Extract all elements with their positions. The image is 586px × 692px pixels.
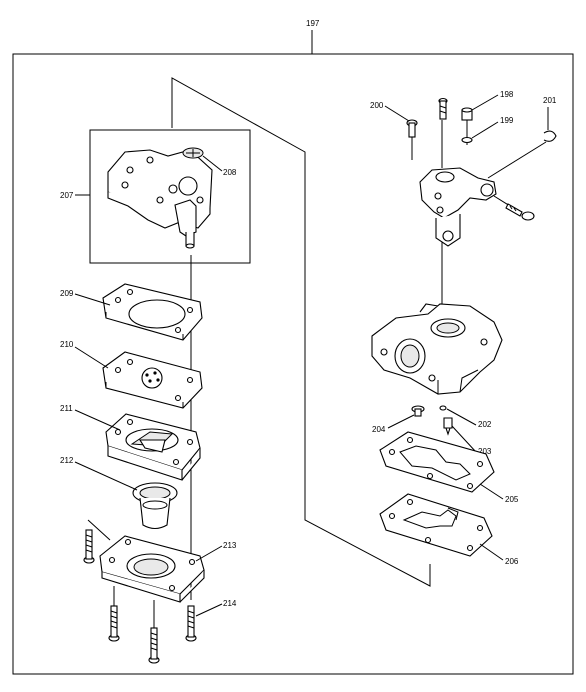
leader-200 bbox=[384, 105, 410, 122]
leader-208 bbox=[202, 155, 223, 172]
leader-209 bbox=[74, 293, 111, 306]
part-204-plug bbox=[411, 405, 425, 417]
label-199: 199 bbox=[500, 116, 514, 125]
label-208: 208 bbox=[223, 168, 237, 177]
part-214-screw-2 bbox=[108, 586, 120, 642]
part-208-screen bbox=[182, 147, 204, 159]
label-205: 205 bbox=[505, 495, 519, 504]
part-212-primer-bulb bbox=[132, 482, 178, 530]
label-214: 214 bbox=[223, 599, 237, 608]
part-214-screw-3 bbox=[148, 600, 160, 664]
leader-214 bbox=[195, 603, 223, 617]
label-207: 207 bbox=[60, 191, 74, 200]
label-206: 206 bbox=[505, 557, 519, 566]
label-202: 202 bbox=[478, 420, 492, 429]
part-210-diaphragm bbox=[102, 351, 203, 409]
part-top-screw bbox=[438, 97, 448, 120]
part-201-clip bbox=[543, 130, 557, 142]
label-201: 201 bbox=[543, 96, 557, 105]
label-200: 200 bbox=[370, 101, 384, 110]
label-198: 198 bbox=[500, 90, 514, 99]
group-bracket bbox=[171, 77, 431, 587]
label-210: 210 bbox=[60, 340, 74, 349]
part-205-gasket bbox=[379, 431, 495, 493]
leader-205 bbox=[479, 483, 504, 500]
diagram-frame bbox=[12, 53, 574, 675]
leader-212 bbox=[74, 461, 138, 491]
label-197: 197 bbox=[306, 19, 320, 28]
part-211-metering-body bbox=[105, 413, 201, 481]
part-207-pump-cover bbox=[107, 149, 213, 249]
label-212: 212 bbox=[60, 456, 74, 465]
label-211: 211 bbox=[60, 404, 73, 413]
label-203: 203 bbox=[478, 447, 492, 456]
part-214-screw-1 bbox=[83, 529, 95, 564]
leader-198 bbox=[471, 94, 499, 111]
leader-204 bbox=[387, 414, 415, 429]
part-throttle-lever-assembly bbox=[419, 167, 497, 247]
label-213: 213 bbox=[223, 541, 237, 550]
leader-199 bbox=[471, 121, 499, 139]
leader-211 bbox=[74, 409, 121, 431]
label-209: 209 bbox=[60, 289, 74, 298]
leader-206 bbox=[479, 543, 504, 561]
leader-202 bbox=[446, 408, 477, 426]
part-209-gasket bbox=[102, 283, 203, 341]
leader-210 bbox=[74, 346, 109, 369]
part-idle-screw bbox=[493, 195, 535, 221]
part-213-cover-plate bbox=[99, 535, 205, 603]
part-214-screw-4 bbox=[185, 605, 197, 642]
leader-213 bbox=[195, 545, 223, 562]
guide-line-213 bbox=[87, 519, 111, 541]
label-204: 204 bbox=[372, 425, 386, 434]
part-203-needle bbox=[443, 417, 453, 436]
part-carburetor-body bbox=[371, 303, 503, 395]
part-206-diaphragm bbox=[379, 493, 493, 557]
shaft-line-201 bbox=[487, 141, 547, 179]
subassembly-box-207 bbox=[89, 129, 251, 264]
part-199-washer bbox=[461, 136, 473, 144]
leader-203 bbox=[451, 425, 477, 453]
part-200-screw bbox=[406, 119, 418, 160]
part-202-o-ring bbox=[439, 405, 447, 411]
